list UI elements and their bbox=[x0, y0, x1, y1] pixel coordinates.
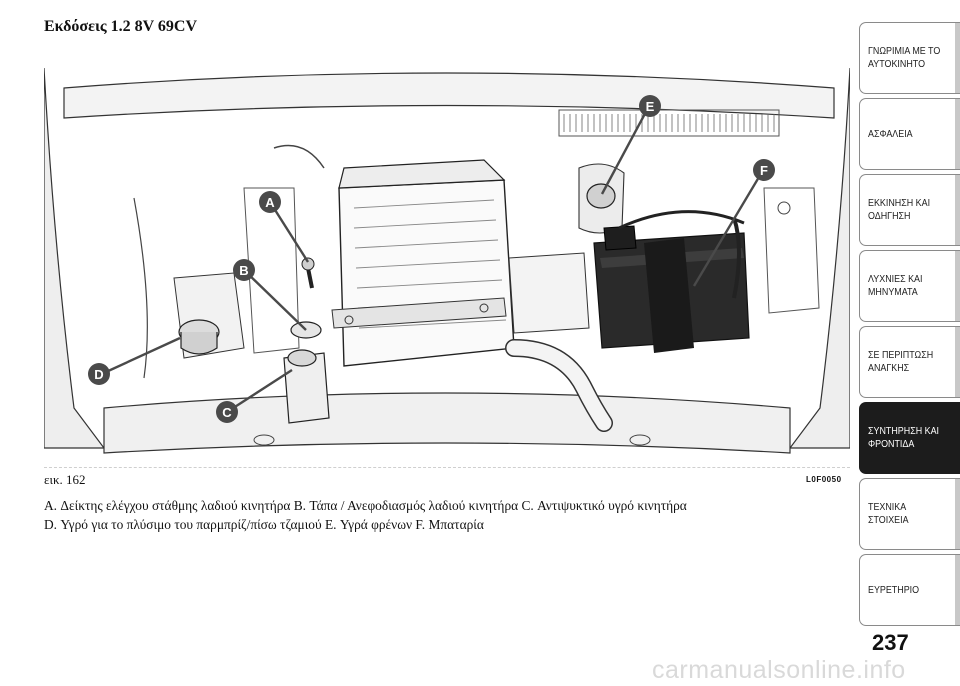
chapter-tabs: ΓΝΩΡΙΜΙΑ ΜΕ ΤΟ ΑΥΤΟΚΙΝΗΤΟ ΑΣΦΑΛΕΙΑ ΕΚΚΙΝ… bbox=[859, 22, 960, 630]
tab-label: ΛΥΧΝΙΕΣ ΚΑΙ ΜΗΝΥΜΑΤΑ bbox=[868, 273, 923, 298]
callout-f: F bbox=[760, 163, 768, 178]
tab-vehicle-intro[interactable]: ΓΝΩΡΙΜΙΑ ΜΕ ΤΟ ΑΥΤΟΚΙΝΗΤΟ bbox=[859, 22, 960, 94]
figure-divider bbox=[44, 467, 850, 468]
tab-label: ΤΕΧΝΙΚΑ ΣΤΟΙΧΕΙΑ bbox=[868, 501, 909, 526]
callout-d: D bbox=[94, 367, 103, 382]
tab-label: ΕΚΚΙΝΗΣΗ ΚΑΙ ΟΔΗΓΗΣΗ bbox=[868, 197, 931, 222]
figure-legend: A. Δείκτης ελέγχου στάθμης λαδιού κινητή… bbox=[44, 496, 844, 534]
tab-label: ΕΥΡΕΤΗΡΙΟ bbox=[868, 583, 920, 596]
legend-line-2: D. Υγρό για το πλύσιμο του παρμπρίζ/πίσω… bbox=[44, 517, 484, 532]
figure-caption: εικ. 162 bbox=[44, 472, 86, 487]
tab-maintenance[interactable]: ΣΥΝΤΗΡΗΣΗ ΚΑΙ ΦΡΟΝΤΙΔΑ bbox=[859, 402, 960, 474]
callout-e: E bbox=[646, 99, 655, 114]
watermark: carmanualsonline.info bbox=[652, 656, 906, 684]
figure-code: L0F0050 bbox=[806, 475, 842, 484]
tab-safety[interactable]: ΑΣΦΑΛΕΙΑ bbox=[859, 98, 960, 170]
tab-index[interactable]: ΕΥΡΕΤΗΡΙΟ bbox=[859, 554, 960, 626]
tab-label: ΣΕ ΠΕΡΙΠΤΩΣΗ ΑΝΑΓΚΗΣ bbox=[868, 349, 934, 374]
tab-warning-lights[interactable]: ΛΥΧΝΙΕΣ ΚΑΙ ΜΗΝΥΜΑΤΑ bbox=[859, 250, 960, 322]
tab-label: ΓΝΩΡΙΜΙΑ ΜΕ ΤΟ ΑΥΤΟΚΙΝΗΤΟ bbox=[868, 45, 941, 70]
callout-a: A bbox=[265, 195, 275, 210]
section-heading: Εκδόσεις 1.2 8V 69CV bbox=[44, 18, 198, 35]
tab-label: ΣΥΝΤΗΡΗΣΗ ΚΑΙ ΦΡΟΝΤΙΔΑ bbox=[868, 425, 940, 450]
tab-technical-data[interactable]: ΤΕΧΝΙΚΑ ΣΤΟΙΧΕΙΑ bbox=[859, 478, 960, 550]
tab-starting-driving[interactable]: ΕΚΚΙΝΗΣΗ ΚΑΙ ΟΔΗΓΗΣΗ bbox=[859, 174, 960, 246]
page-number: 237 bbox=[872, 630, 909, 655]
callout-b: B bbox=[239, 263, 248, 278]
engine-bay-illustration: A B C D E F bbox=[44, 67, 850, 454]
tab-emergency[interactable]: ΣΕ ΠΕΡΙΠΤΩΣΗ ΑΝΑΓΚΗΣ bbox=[859, 326, 960, 398]
tab-label: ΑΣΦΑΛΕΙΑ bbox=[868, 127, 913, 140]
legend-line-1: A. Δείκτης ελέγχου στάθμης λαδιού κινητή… bbox=[44, 498, 687, 513]
callout-c: C bbox=[222, 405, 232, 420]
